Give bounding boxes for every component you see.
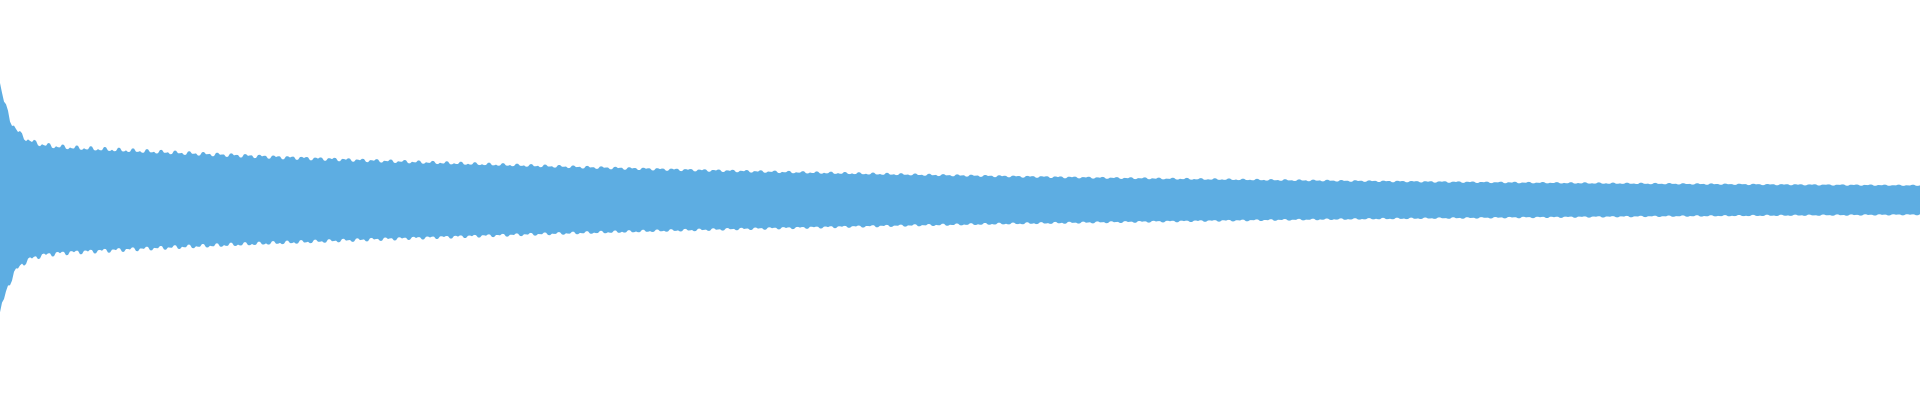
waveform-shape [0, 83, 1920, 313]
